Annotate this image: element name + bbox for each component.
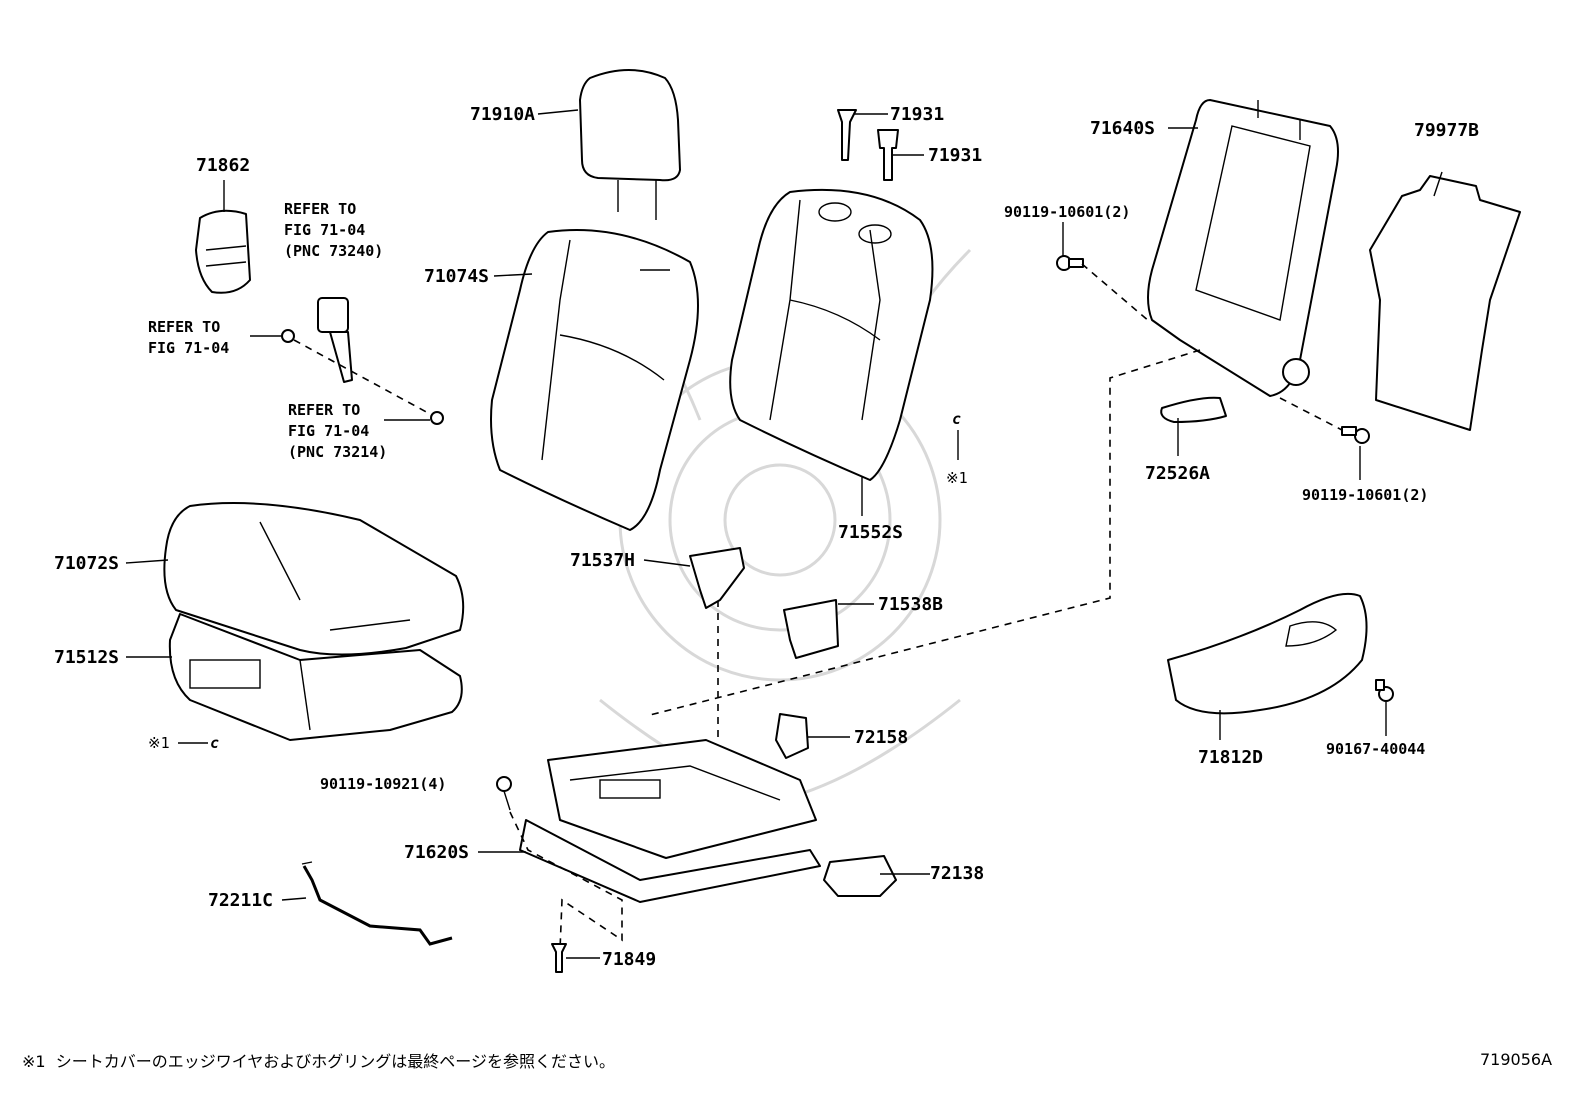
label-90167-40044: 90167-40044: [1326, 740, 1426, 758]
label-72138: 72138: [930, 863, 985, 884]
seatback-pad-71074S: [490, 229, 699, 531]
part-72158: [775, 713, 809, 759]
leader-lines: [125, 109, 1443, 959]
part-72138: [823, 855, 897, 897]
recliner-handle-72526A: [1160, 396, 1227, 423]
seat-track-71620S: [519, 739, 821, 903]
label-71072S: 71072S: [54, 553, 120, 574]
seatbelt-buckle: [281, 297, 444, 425]
part-71862: [195, 209, 251, 294]
part-71538B: [783, 599, 839, 659]
label-71910A: 71910A: [470, 104, 536, 125]
label-71552S: 71552S: [838, 522, 904, 543]
back-board-79977B: [1369, 175, 1521, 431]
headrest-71910A: [579, 69, 681, 220]
pin-71849: [551, 943, 567, 973]
label-90119-10601-lower: 90119-10601(2): [1302, 486, 1429, 504]
headrest-guides-71931: [837, 109, 899, 181]
refer-note-pnc-73240: REFER TO FIG 71-04 (PNC 73240): [284, 200, 384, 260]
label-71620S: 71620S: [404, 842, 470, 863]
label-71812D: 71812D: [1198, 747, 1264, 768]
note-marker-right: ※1: [946, 469, 968, 487]
part-71537H: [689, 547, 745, 609]
label-71931-upper: 71931: [890, 104, 945, 125]
bolt-90119-10921: [496, 776, 623, 951]
seat-cushion-pad-71072S: [163, 502, 465, 656]
assembly-guide-lines: [649, 349, 1201, 740]
seatback-frame-71640S: [1147, 99, 1339, 397]
footer-note: ※1 シートカバーのエッジワイヤおよびホグリングは最終ページを参照ください。: [22, 1052, 615, 1071]
label-90119-10601-upper: 90119-10601(2): [1004, 203, 1131, 221]
label-71640S: 71640S: [1090, 118, 1156, 139]
label-71931-lower: 71931: [928, 145, 983, 166]
label-72526A: 72526A: [1145, 463, 1211, 484]
hook-symbol-right: c: [952, 410, 962, 428]
label-71849: 71849: [602, 949, 657, 970]
label-71074S: 71074S: [424, 266, 490, 287]
side-shield-71812D: [1167, 592, 1368, 715]
refer-note-pnc-73214: REFER TO FIG 71-04 (PNC 73214): [288, 401, 388, 461]
seatback-cover-71552S: [729, 189, 934, 481]
note-marker-left: ※1: [148, 734, 170, 752]
label-72158: 72158: [854, 727, 909, 748]
label-71538B: 71538B: [878, 594, 944, 615]
refer-note-fig: REFER TO FIG 71-04: [148, 318, 230, 357]
label-71512S: 71512S: [54, 647, 120, 668]
label-90119-10921: 90119-10921(4): [320, 775, 447, 793]
bolts-90119-10601: [1056, 255, 1370, 444]
label-71862: 71862: [196, 155, 251, 176]
label-79977B: 79977B: [1414, 120, 1480, 141]
seat-cushion-cover-71512S: [168, 613, 463, 741]
hook-symbol-left: c: [210, 734, 220, 752]
wire-72211C: [301, 861, 453, 946]
screw-90167-40044: [1375, 679, 1394, 702]
figure-code: 719056A: [1480, 1050, 1553, 1069]
label-72211C: 72211C: [208, 890, 274, 911]
label-71537H: 71537H: [570, 550, 636, 571]
